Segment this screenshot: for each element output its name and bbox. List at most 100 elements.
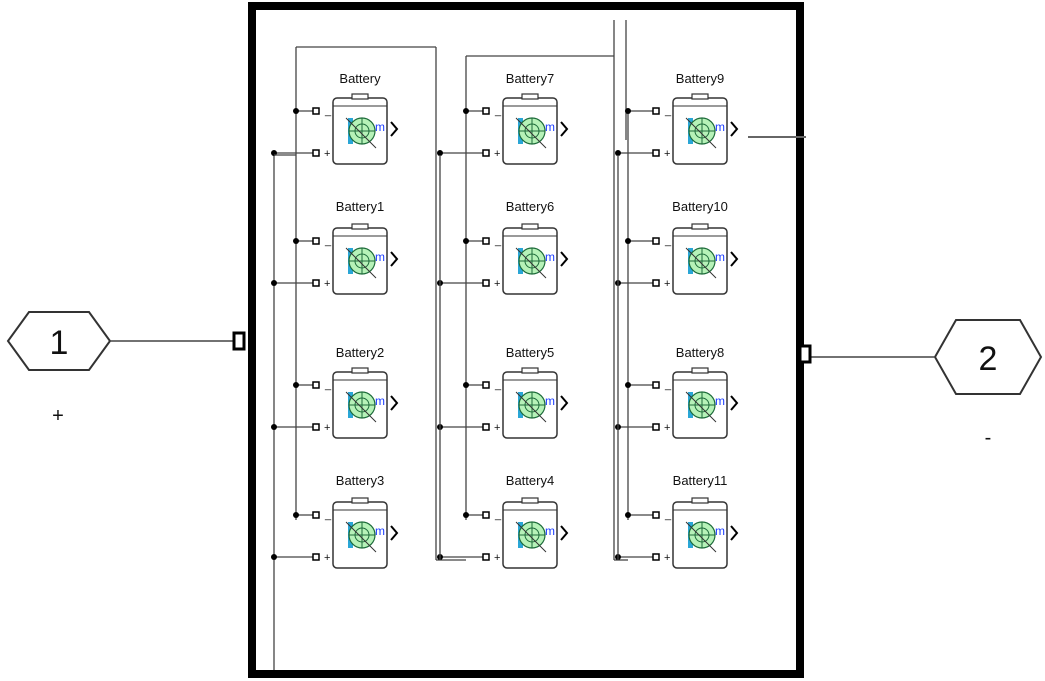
- battery-label: Battery: [339, 71, 381, 86]
- plus-sign: +: [494, 552, 500, 564]
- measurement-port-arrow: [390, 525, 399, 541]
- battery-label: Battery3: [336, 473, 384, 488]
- plus-terminal: [482, 553, 490, 561]
- battery-icon-diag: [345, 247, 377, 279]
- battery-icon-diag: [685, 391, 717, 423]
- minus-terminal: [312, 237, 320, 245]
- battery-cap: [521, 223, 539, 230]
- junction-dot: [625, 238, 631, 244]
- plus-sign: +: [664, 148, 670, 160]
- plus-terminal: [312, 149, 320, 157]
- junction-dot: [293, 108, 299, 114]
- battery-cap: [351, 93, 369, 100]
- measurement-port-label: m: [545, 120, 555, 134]
- battery-icon: [345, 391, 377, 423]
- battery-icon: [685, 391, 717, 423]
- battery-block[interactable]: Battery5 m _ +: [482, 345, 569, 439]
- measurement-port-label: m: [375, 524, 385, 538]
- measurement-port-arrow: [390, 121, 399, 137]
- battery-label: Battery6: [506, 199, 554, 214]
- battery-icon: [685, 117, 717, 149]
- plus-terminal: [482, 423, 490, 431]
- port-2-connector: [798, 344, 812, 364]
- battery-label: Battery2: [336, 345, 384, 360]
- battery-cap: [351, 497, 369, 504]
- minus-sign: _: [664, 379, 672, 391]
- plus-terminal: [312, 553, 320, 561]
- plus-sign: +: [494, 422, 500, 434]
- plus-terminal: [482, 149, 490, 157]
- plus-terminal: [652, 423, 660, 431]
- junction-dot: [463, 512, 469, 518]
- minus-sign: _: [494, 379, 502, 391]
- measurement-port-label: m: [715, 120, 725, 134]
- battery-label: Battery5: [506, 345, 554, 360]
- plus-terminal: [312, 423, 320, 431]
- minus-terminal: [482, 381, 490, 389]
- battery-cap: [691, 497, 709, 504]
- battery-label: Battery11: [673, 473, 728, 488]
- measurement-port-label: m: [715, 394, 725, 408]
- minus-terminal: [652, 381, 660, 389]
- minus-terminal: [482, 237, 490, 245]
- measurement-port-arrow: [730, 251, 739, 267]
- minus-terminal: [482, 107, 490, 115]
- plus-sign: +: [324, 148, 330, 160]
- junction-dot: [463, 108, 469, 114]
- junction-dot: [463, 382, 469, 388]
- port-2[interactable]: 2: [933, 319, 1043, 395]
- junction-dot: [625, 382, 631, 388]
- battery-icon-diag: [685, 521, 717, 553]
- battery-cap: [691, 223, 709, 230]
- port-2-sign: -: [985, 427, 992, 449]
- measurement-port-arrow: [560, 525, 569, 541]
- battery-cap: [521, 93, 539, 100]
- junction-dot: [271, 280, 277, 286]
- plus-terminal: [652, 553, 660, 561]
- plus-sign: +: [324, 278, 330, 290]
- battery-icon-diag: [685, 117, 717, 149]
- battery-icon: [515, 117, 547, 149]
- minus-sign: _: [324, 509, 332, 521]
- minus-sign: _: [324, 379, 332, 391]
- battery-label: Battery9: [676, 71, 724, 86]
- minus-sign: _: [664, 509, 672, 521]
- minus-terminal: [482, 511, 490, 519]
- battery-label: Battery4: [506, 473, 554, 488]
- measurement-port-label: m: [375, 250, 385, 264]
- measurement-port-label: m: [545, 394, 555, 408]
- measurement-port-arrow: [560, 251, 569, 267]
- minus-sign: _: [494, 235, 502, 247]
- measurement-port-label: m: [375, 394, 385, 408]
- junction-dot: [463, 238, 469, 244]
- measurement-port-arrow: [730, 121, 739, 137]
- measurement-port-arrow: [560, 395, 569, 411]
- battery-label: Battery7: [506, 71, 554, 86]
- measurement-port-arrow: [730, 395, 739, 411]
- minus-terminal: [312, 381, 320, 389]
- port-1[interactable]: 1: [6, 311, 112, 371]
- plus-sign: +: [664, 422, 670, 434]
- plus-terminal: [652, 149, 660, 157]
- measurement-port-label: m: [715, 524, 725, 538]
- measurement-port-label: m: [545, 250, 555, 264]
- junction-dot: [293, 238, 299, 244]
- battery-icon-diag: [345, 117, 377, 149]
- junction-dot: [293, 382, 299, 388]
- battery-cap: [351, 223, 369, 230]
- battery-icon: [515, 391, 547, 423]
- junction-dot: [625, 512, 631, 518]
- battery-icon-diag: [345, 391, 377, 423]
